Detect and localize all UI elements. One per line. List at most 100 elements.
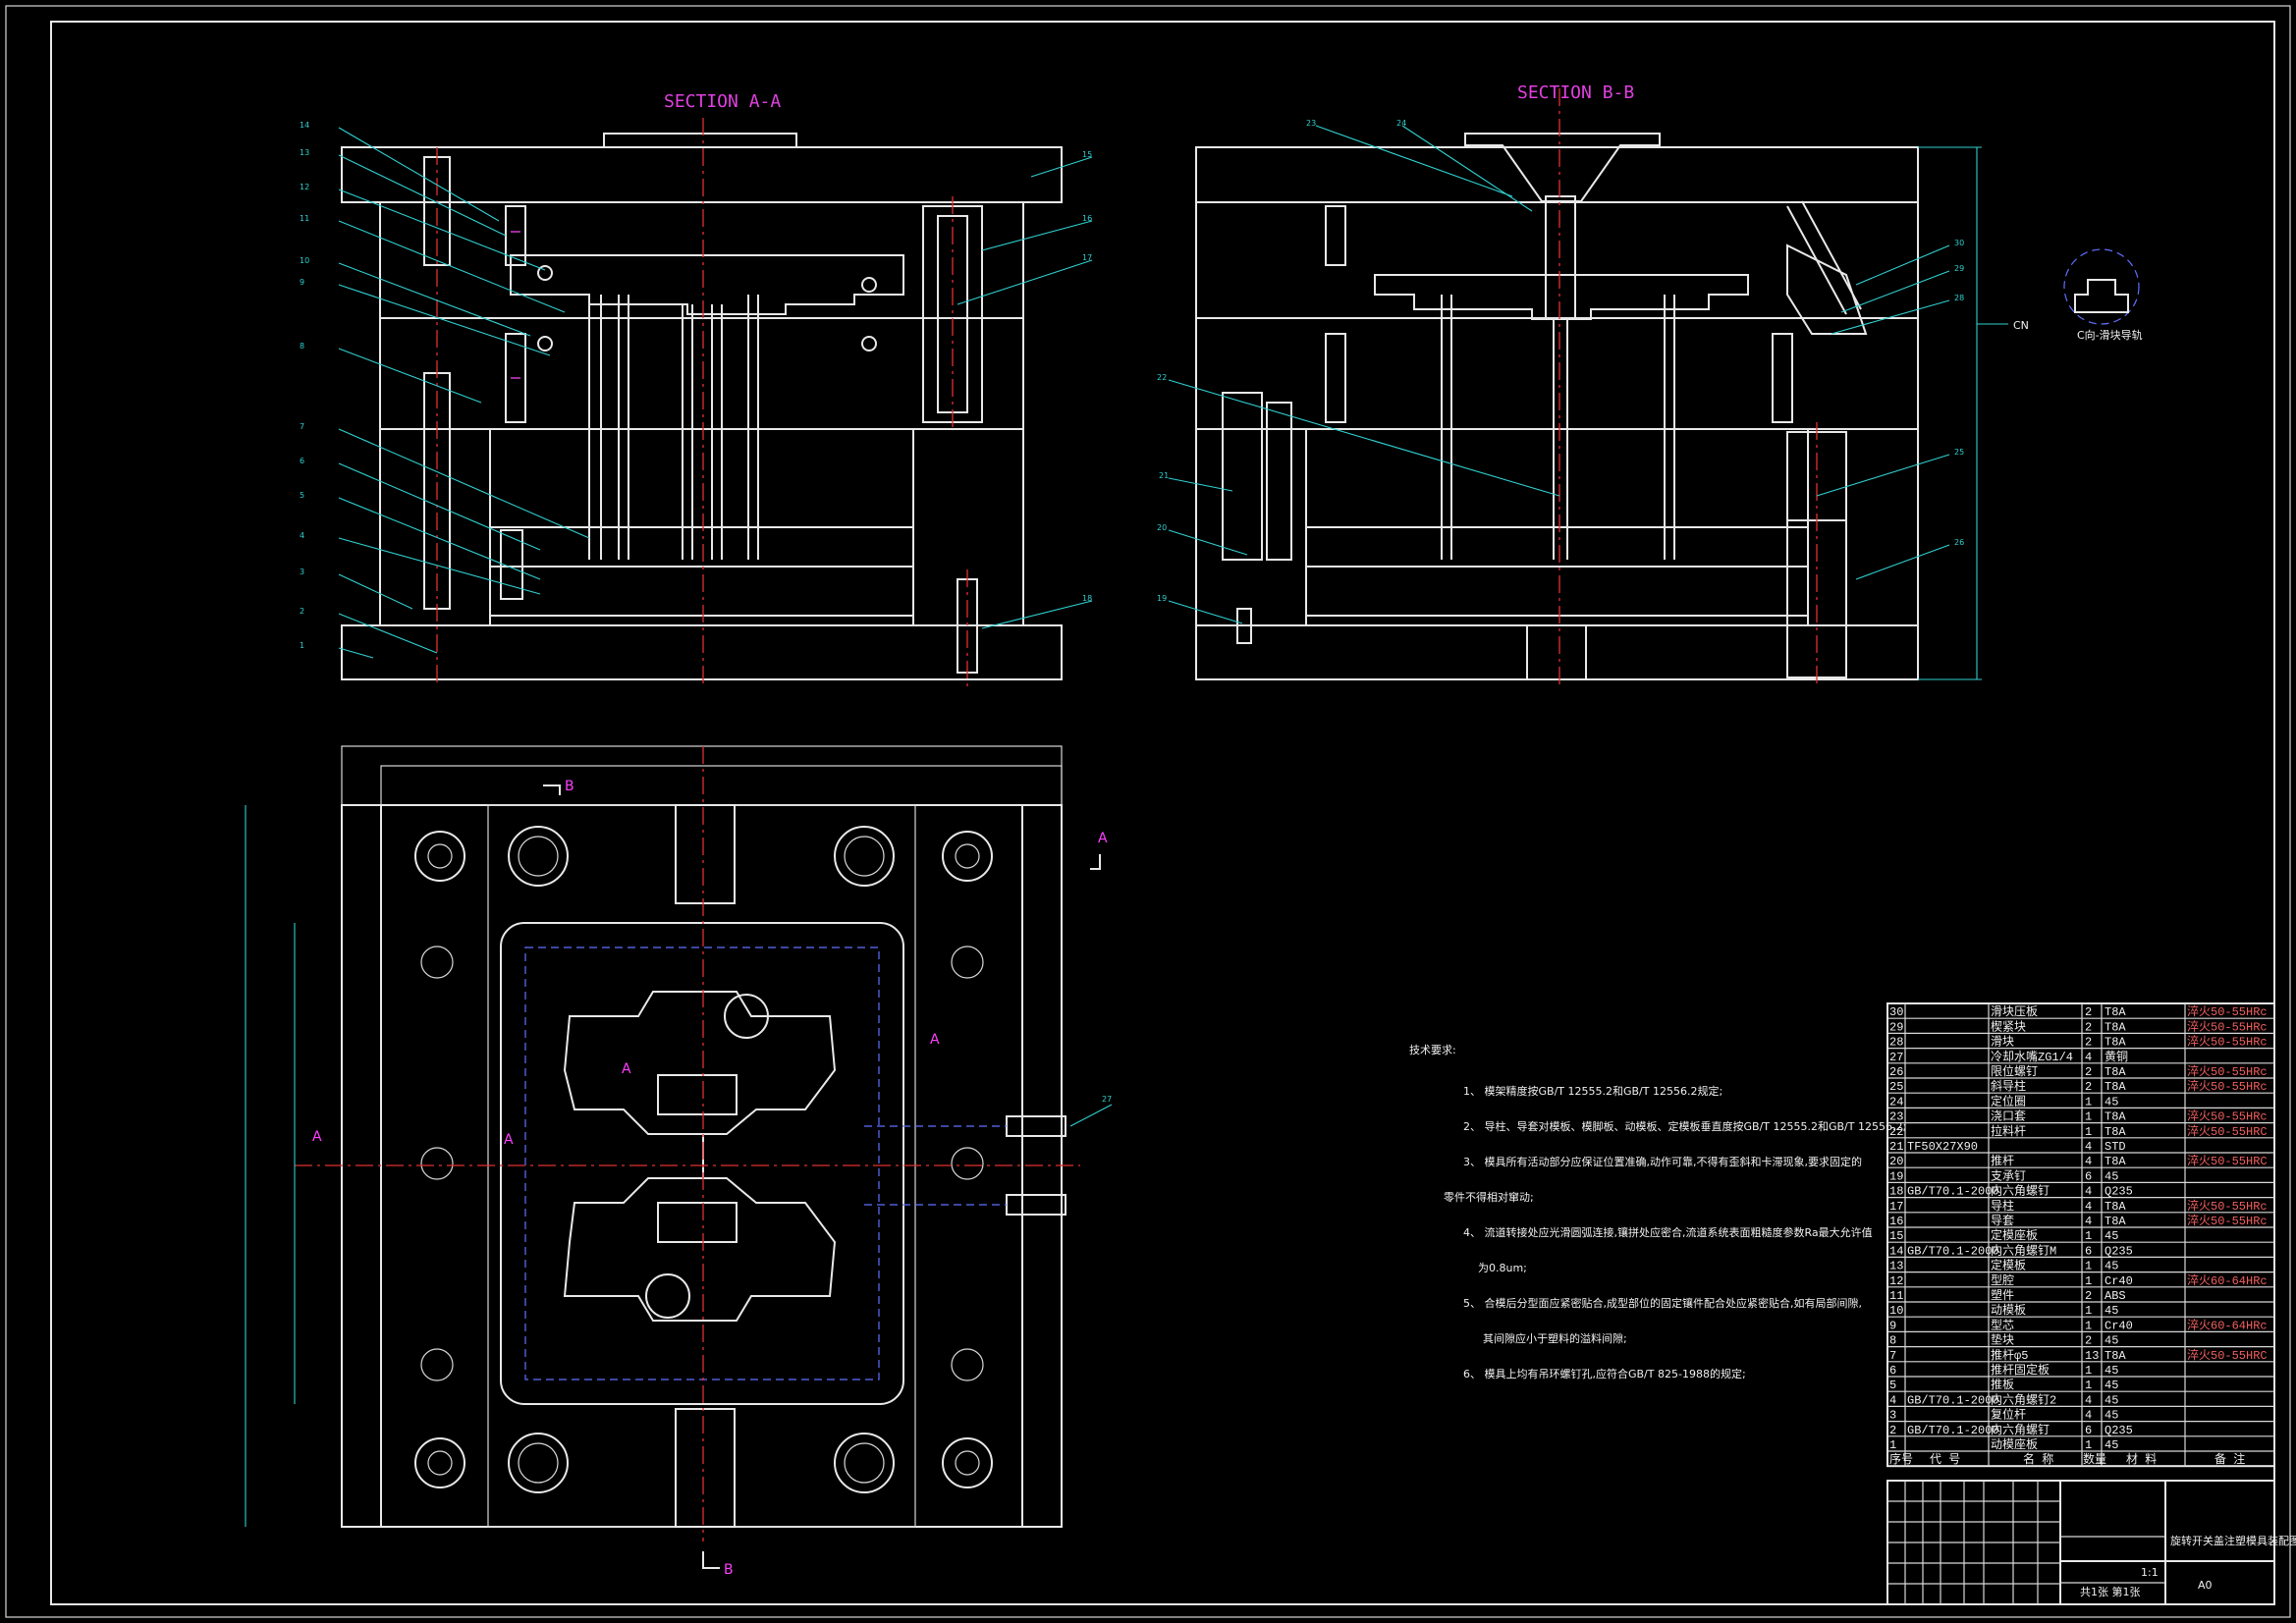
bom-name: 冷却水嘴ZG1/4 — [1991, 1050, 2073, 1064]
detail-c-label: C向-滑块导轨 — [2077, 328, 2143, 342]
bom-no: 10 — [1889, 1304, 1903, 1318]
bom-code: GB/T70.1-2000 — [1907, 1393, 1999, 1407]
inner-frame — [50, 21, 2275, 1605]
bom-qty: 4 — [2085, 1215, 2092, 1228]
marker-b-bottom: B — [724, 1562, 734, 1578]
bom-qty: 2 — [2085, 1080, 2092, 1094]
bom-mat: 45 — [2105, 1409, 2118, 1423]
bom-no: 1 — [1889, 1438, 1896, 1452]
balloon: 29 — [1954, 264, 1964, 273]
bom-name: 推杆固定板 — [1991, 1362, 2050, 1378]
bom-qty: 1 — [2085, 1095, 2092, 1109]
balloon: 22 — [1157, 373, 1167, 382]
bom-name: 塑件 — [1991, 1287, 2014, 1303]
bom-mat: 45 — [2105, 1304, 2118, 1318]
scale: 1:1 — [2141, 1566, 2159, 1579]
marker-a-left: A — [312, 1129, 322, 1145]
bom-mat: ABS — [2105, 1289, 2126, 1303]
balloon: 14 — [300, 121, 309, 130]
bom-qty: 1 — [2085, 1438, 2092, 1452]
bom-qty: 2 — [2085, 1289, 2092, 1303]
note-line: 其间隙应小于塑料的溢料间隙; — [1483, 1331, 1627, 1345]
bom-mat: T8A — [2105, 1200, 2126, 1214]
bom-name: 内六角螺钉2 — [1991, 1392, 2056, 1407]
bom-no: 29 — [1889, 1020, 1903, 1034]
bom-name: 内六角螺钉 — [1991, 1423, 2050, 1437]
bom-mat: Cr40 — [2105, 1274, 2133, 1288]
bom-no: 22 — [1889, 1125, 1903, 1139]
bom-qty: 4 — [2085, 1200, 2092, 1214]
bom-name: 拉料杆 — [1991, 1123, 2026, 1139]
bom-name: 限位螺钉 — [1991, 1063, 2038, 1079]
marker-a-top: A — [1098, 831, 1108, 846]
balloon: 19 — [1157, 594, 1167, 603]
bom-mat: 45 — [2105, 1169, 2118, 1183]
bom-code: GB/T70.1-2000 — [1907, 1185, 1999, 1199]
bom-no: 25 — [1889, 1080, 1903, 1094]
balloon: 26 — [1954, 538, 1964, 547]
outer-frame — [5, 5, 2291, 1618]
technical-notes: 技术要求: 1、 模架精度按GB/T 12555.2和GB/T 12556.2规… — [1409, 1044, 1906, 1380]
balloon: 28 — [1954, 294, 1964, 302]
plan-holes — [414, 826, 993, 1493]
paper-size: A0 — [2198, 1579, 2213, 1592]
bom-name: 推杆 — [1991, 1154, 2014, 1168]
bom-code: GB/T70.1-2000 — [1907, 1424, 1999, 1437]
bom-name: 型腔 — [1991, 1272, 2014, 1288]
bom-mat: 45 — [2105, 1393, 2118, 1407]
bom-qty: 4 — [2085, 1185, 2092, 1199]
balloon: 23 — [1306, 119, 1316, 128]
bom-qty: 1 — [2085, 1110, 2092, 1124]
note-line: 2、 导柱、导套对模板、模脚板、动模板、定模板垂直度按GB/T 12555.2和… — [1463, 1119, 1906, 1133]
bom-code: TF50X27X90 — [1907, 1140, 1978, 1154]
bom-name: 动模板 — [1991, 1303, 2026, 1318]
balloon: 24 — [1396, 119, 1406, 128]
bom-mat: 45 — [2105, 1229, 2118, 1243]
balloon: 6 — [300, 457, 304, 465]
bom-no: 3 — [1889, 1409, 1896, 1423]
bom-name: 型芯 — [1991, 1318, 2014, 1332]
bom-no: 13 — [1889, 1260, 1903, 1273]
bom-mat: T8A — [2105, 1110, 2126, 1124]
note-line: 6、 模具上均有吊环螺钉孔,应符合GB/T 825-1988的规定; — [1463, 1367, 1746, 1380]
bom-qty: 1 — [2085, 1229, 2092, 1243]
bom-mat: 45 — [2105, 1364, 2118, 1378]
bom-qty: 6 — [2085, 1244, 2092, 1258]
bom-remark: 淬火50-55HRc — [2187, 1034, 2268, 1050]
bom-mat: 45 — [2105, 1260, 2118, 1273]
bom-qty: 4 — [2085, 1051, 2092, 1064]
bom-name: 推板 — [1991, 1378, 2014, 1392]
cn-marker: CN — [2013, 319, 2029, 332]
bom-no: 20 — [1889, 1155, 1903, 1168]
bom-mat: T8A — [2105, 1065, 2126, 1079]
marker-a-cavity: A — [622, 1061, 631, 1077]
bom-no: 12 — [1889, 1274, 1903, 1288]
balloon: 18 — [1082, 594, 1092, 603]
balloon: 7 — [300, 422, 304, 431]
bom-remark: 淬火60-64HRc — [2187, 1317, 2268, 1332]
bom-name: 内六角螺钉 — [1991, 1184, 2050, 1199]
bom-qty: 4 — [2085, 1155, 2092, 1168]
balloon: 2 — [300, 607, 304, 616]
bom-remark: 淬火50-55HRc — [2187, 1078, 2268, 1094]
balloon: 13 — [300, 148, 309, 157]
bom-no: 24 — [1889, 1095, 1903, 1109]
bom-name: 定位圈 — [1991, 1093, 2026, 1109]
bom-mat: T8A — [2105, 1020, 2126, 1034]
bom-mat: Q235 — [2105, 1185, 2133, 1199]
bom-qty: 2 — [2085, 1005, 2092, 1019]
bom-qty: 1 — [2085, 1379, 2092, 1392]
balloon: 15 — [1082, 150, 1092, 159]
balloon: 20 — [1157, 523, 1167, 532]
bom-no: 17 — [1889, 1200, 1903, 1214]
bom-no: 23 — [1889, 1110, 1903, 1124]
balloon: 30 — [1954, 239, 1964, 247]
section-aa-leaders — [338, 127, 1093, 659]
bom-remark: 淬火50-55HRC — [2187, 1347, 2268, 1363]
bom-mat: 45 — [2105, 1379, 2118, 1392]
balloon: 5 — [300, 491, 304, 500]
note-line: 4、 流道转接处应光滑圆弧连接,镶拼处应密合,流道系统表面粗糙度参数Ra最大允许… — [1463, 1225, 1873, 1239]
bom-no: 16 — [1889, 1215, 1903, 1228]
balloon: 10 — [300, 256, 309, 265]
